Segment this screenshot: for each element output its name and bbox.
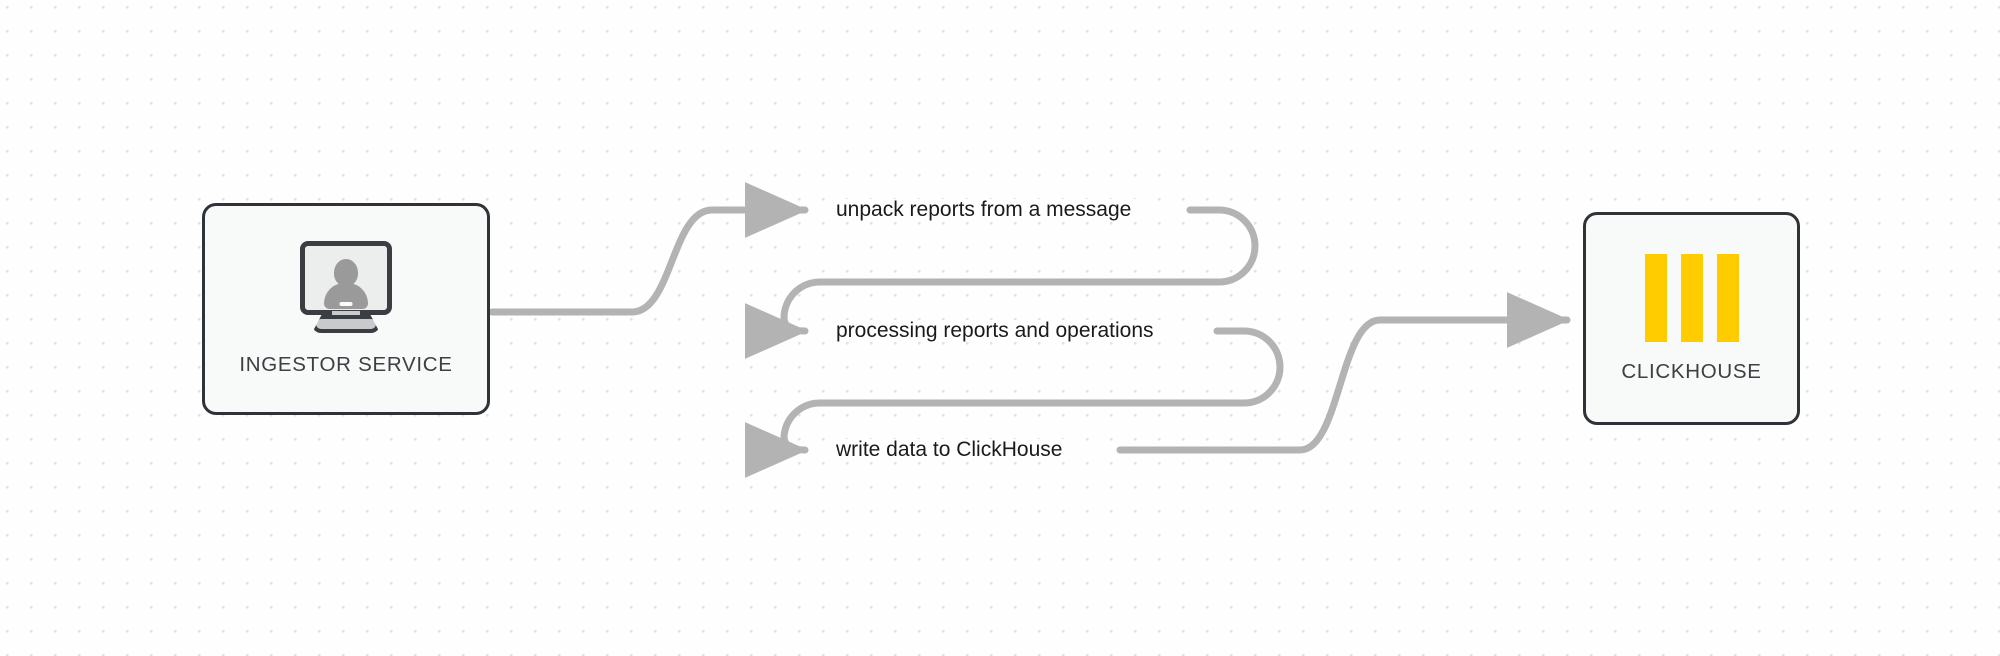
monitor-screen <box>300 241 392 315</box>
node-clickhouse-label: CLICKHOUSE <box>1621 359 1762 383</box>
edge-label-processing-reports: processing reports and operations <box>830 320 1160 341</box>
edge-path-write-to-clickhouse <box>1116 292 1571 454</box>
monitor-user-icon <box>292 241 400 333</box>
node-ingestor-service[interactable]: INGESTOR SERVICE <box>202 203 490 415</box>
person-head-shape <box>334 259 358 286</box>
clickhouse-bar-3 <box>1716 253 1739 342</box>
clickhouse-bar-2 <box>1680 253 1703 342</box>
edge-path-ingestor-to-unpack <box>488 182 809 316</box>
monitor-base <box>312 315 380 333</box>
clickhouse-logo-icon <box>1644 253 1739 342</box>
monitor-indicator-dot <box>339 302 353 306</box>
clickhouse-bar-1 <box>1644 253 1667 342</box>
edge-path-unpack-to-processing <box>744 206 1259 359</box>
node-ingestor-label: INGESTOR SERVICE <box>239 353 453 376</box>
edge-label-unpack-reports: unpack reports from a message <box>830 199 1138 220</box>
edge-label-write-data: write data to ClickHouse <box>830 439 1069 460</box>
edge-path-processing-to-write <box>744 327 1284 478</box>
node-clickhouse[interactable]: CLICKHOUSE <box>1583 212 1800 425</box>
